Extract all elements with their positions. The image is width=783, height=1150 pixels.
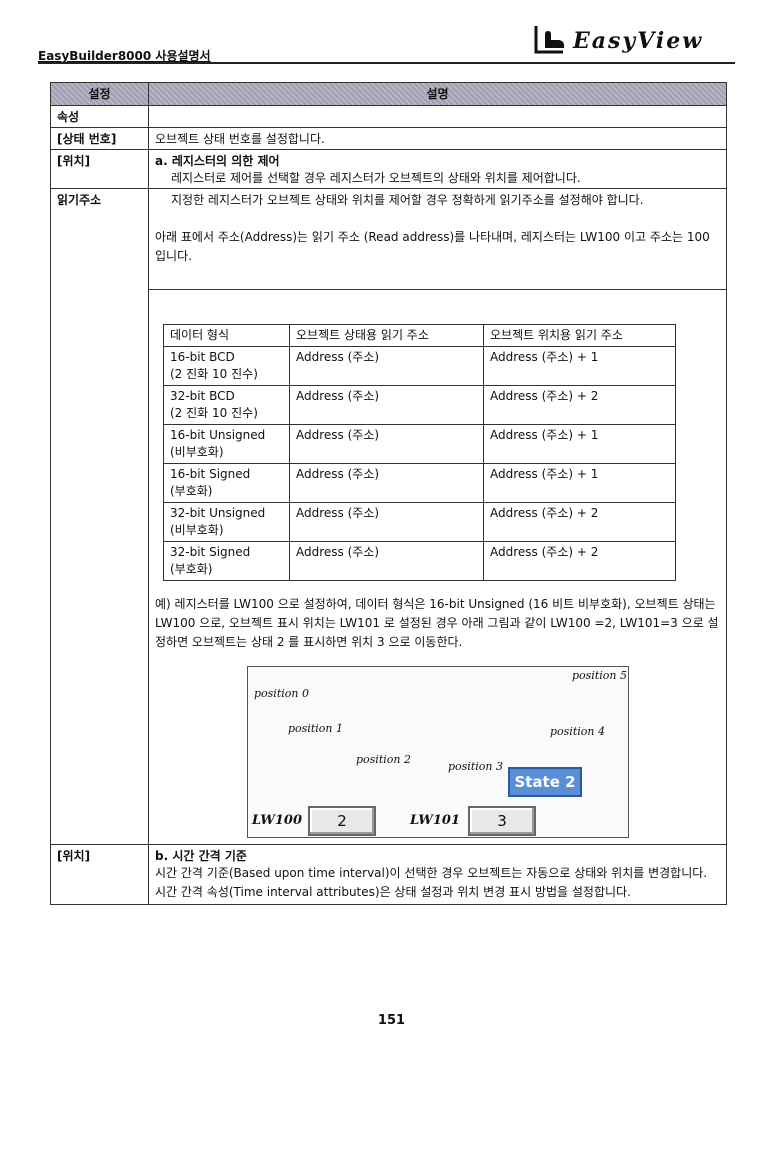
- lw101-value-box: 3: [468, 806, 536, 836]
- format-name: 32-bit BCD: [170, 389, 235, 403]
- format-note: (부호화): [170, 484, 213, 498]
- lw100-value-box: 2: [308, 806, 376, 836]
- position-label: position 2: [356, 753, 411, 766]
- paragraph: 레지스터로 제어를 선택할 경우 레지스터가 오브젝트의 상태와 위치를 제어합…: [171, 171, 581, 185]
- row-desc: 오브젝트 상태 번호를 설정합니다.: [148, 127, 727, 150]
- row-desc: 데이터 형식 오브젝트 상태용 읽기 주소 오브젝트 위치용 읽기 주소 16-…: [148, 289, 727, 845]
- header-cell: 데이터 형식: [163, 324, 290, 347]
- format-note: (부호화): [170, 562, 213, 576]
- spec-table: 설정 설명 속성 [상태 번호] 오브젝트 상태 번호를 설정합니다. [위치]…: [50, 82, 727, 905]
- table-cell: Address (주소): [289, 346, 484, 386]
- header-cell: 오브젝트 위치용 읽기 주소: [483, 324, 676, 347]
- table-cell: 32-bit Signed (부호화): [163, 541, 290, 581]
- position-label: position 0: [254, 687, 309, 700]
- table-cell: Address (주소) + 1: [483, 463, 676, 503]
- paragraph: 지정한 레지스터가 오브젝트 상태와 위치를 제어할 경우 정확하게 읽기주소를…: [171, 193, 644, 207]
- position-label: position 1: [288, 722, 343, 735]
- format-note: (비부호화): [170, 445, 224, 459]
- table-cell: Address (주소) + 2: [483, 502, 676, 542]
- table-header-row: 설정 설명: [50, 82, 727, 106]
- table-cell: Address (주소) + 1: [483, 346, 676, 386]
- table-cell: 16-bit Signed (부호화): [163, 463, 290, 503]
- table-row: 16-bit Signed (부호화) Address (주소) Address …: [163, 463, 676, 503]
- table-row: 16-bit Unsigned (비부호화) Address (주소) Addre…: [163, 424, 676, 464]
- position-label: position 3: [448, 760, 503, 773]
- paragraph: 시간 간격 기준(Based upon time interval)이 선택한 …: [155, 866, 708, 899]
- format-note: (2 진화 10 진수): [170, 367, 258, 381]
- position-label: position 4: [550, 725, 605, 738]
- row-desc-empty: [148, 105, 727, 128]
- logo-text: EasyView: [573, 28, 704, 54]
- row-read-address-detail: 데이터 형식 오브젝트 상태용 읽기 주소 오브젝트 위치용 읽기 주소 16-…: [51, 289, 727, 845]
- table-cell: 16-bit Unsigned (비부호화): [163, 424, 290, 464]
- table-cell: Address (주소): [289, 424, 484, 464]
- paragraph: 아래 표에서 주소(Address)는 읽기 주소 (Read address)…: [155, 230, 710, 263]
- table-cell: Address (주소) + 1: [483, 424, 676, 464]
- table-cell: Address (주소): [289, 502, 484, 542]
- example-paragraph: 예) 레지스터를 LW100 으로 설정하여, 데이터 형식은 16-bit U…: [155, 597, 719, 649]
- format-name: 32-bit Unsigned: [170, 506, 266, 520]
- row-position-register: [위치] a. 레지스터의 의한 제어 레지스터로 제어를 선택할 경우 레지스…: [50, 149, 727, 189]
- table-cell: 16-bit BCD (2 진화 10 진수): [163, 346, 290, 386]
- table-cell: Address (주소): [289, 463, 484, 503]
- subheading: b. 시간 간격 기준: [155, 849, 247, 863]
- header-cell: 오브젝트 상태용 읽기 주소: [289, 324, 484, 347]
- format-name: 32-bit Signed: [170, 545, 251, 559]
- table-row: 16-bit BCD (2 진화 10 진수) Address (주소) Addr…: [163, 346, 676, 386]
- format-note: (2 진화 10 진수): [170, 406, 258, 420]
- row-desc: b. 시간 간격 기준 시간 간격 기준(Based upon time int…: [148, 844, 727, 905]
- table-cell: Address (주소) + 2: [483, 385, 676, 425]
- row-label: [상태 번호]: [50, 127, 149, 150]
- position-label: position 5: [572, 669, 627, 682]
- format-note: (비부호화): [170, 523, 224, 537]
- table-row: 32-bit BCD (2 진화 10 진수) Address (주소) Addr…: [163, 385, 676, 425]
- row-attribute: 속성: [50, 105, 727, 128]
- format-name: 16-bit Signed: [170, 467, 251, 481]
- table-row: 32-bit Unsigned (비부호화) Address (주소) Addre…: [163, 502, 676, 542]
- row-read-address: 읽기주소 지정한 레지스터가 오브젝트 상태와 위치를 제어할 경우 정확하게 …: [50, 188, 727, 845]
- col-setting-header: 설정: [50, 82, 149, 106]
- table-cell: 32-bit Unsigned (비부호화): [163, 502, 290, 542]
- easyview-logo: EasyView: [533, 20, 723, 60]
- address-table: 데이터 형식 오브젝트 상태용 읽기 주소 오브젝트 위치용 읽기 주소 16-…: [163, 324, 676, 581]
- position-figure: position 0 position 1 position 2 positio…: [247, 666, 629, 838]
- page-number: 151: [377, 1013, 406, 1028]
- row-label: 속성: [50, 105, 149, 128]
- address-table-header: 데이터 형식 오브젝트 상태용 읽기 주소 오브젝트 위치용 읽기 주소: [163, 324, 676, 347]
- lw101-label: LW101: [410, 813, 460, 828]
- table-cell: Address (주소): [289, 541, 484, 581]
- row-label: 읽기주소: [50, 188, 149, 845]
- table-cell: 32-bit BCD (2 진화 10 진수): [163, 385, 290, 425]
- row-state-number: [상태 번호] 오브젝트 상태 번호를 설정합니다.: [50, 127, 727, 150]
- row-desc: a. 레지스터의 의한 제어 레지스터로 제어를 선택할 경우 레지스터가 오브…: [148, 149, 727, 189]
- col-description-header: 설명: [148, 82, 727, 106]
- document-title: EasyBuilder8000 사용설명서: [38, 49, 211, 63]
- row-label: [위치]: [50, 149, 149, 189]
- row-label: [위치]: [50, 844, 149, 905]
- row-position-time: [위치] b. 시간 간격 기준 시간 간격 기준(Based upon tim…: [50, 844, 727, 905]
- format-name: 16-bit BCD: [170, 350, 235, 364]
- lw100-label: LW100: [252, 813, 302, 828]
- table-row: 32-bit Signed (부호화) Address (주소) Address …: [163, 541, 676, 581]
- hand-cursor-icon: [534, 26, 565, 54]
- state-indicator: State 2: [508, 767, 582, 797]
- row-desc: 지정한 레지스터가 오브젝트 상태와 위치를 제어할 경우 정확하게 읽기주소를…: [148, 188, 727, 290]
- table-cell: Address (주소): [289, 385, 484, 425]
- table-cell: Address (주소) + 2: [483, 541, 676, 581]
- format-name: 16-bit Unsigned: [170, 428, 266, 442]
- subheading: a. 레지스터의 의한 제어: [155, 154, 280, 168]
- header-divider: [38, 62, 735, 64]
